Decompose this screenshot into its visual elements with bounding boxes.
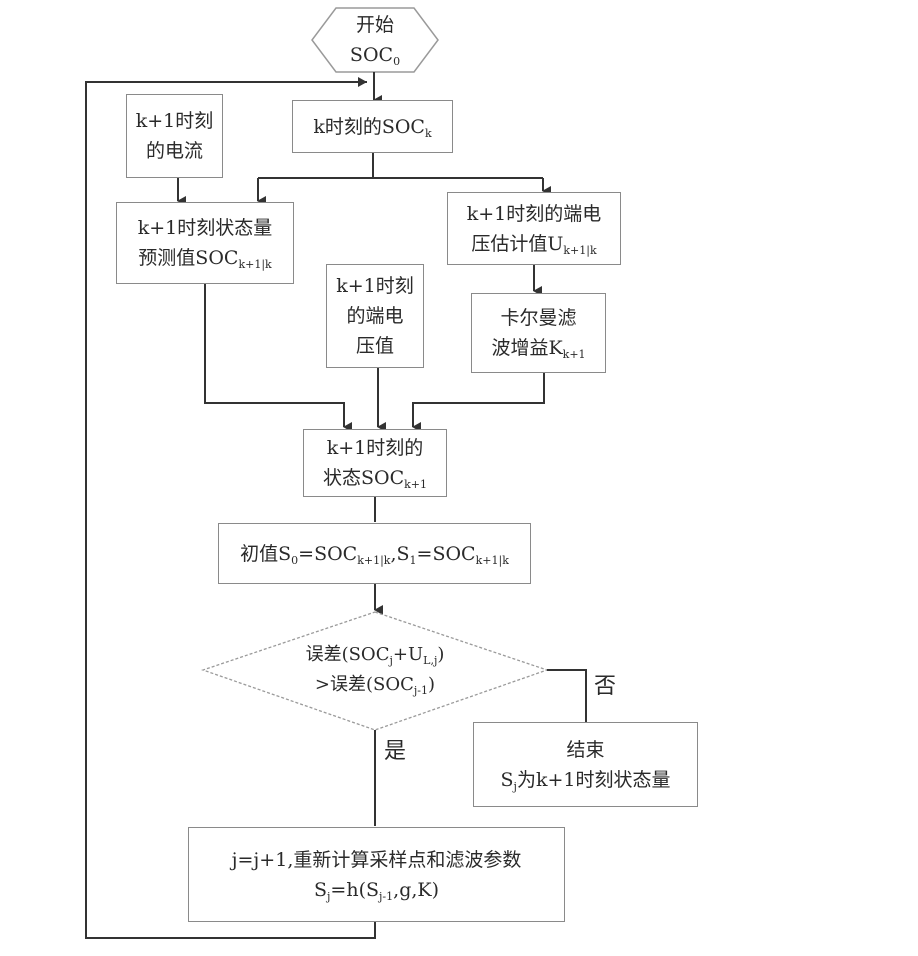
no-branch-line (547, 669, 587, 722)
decision-node: 误差(SOCj+UL,j) >误差(SOCj-1) (305, 644, 445, 697)
no-label: 否 (594, 674, 617, 699)
decision-diamond (200, 611, 550, 731)
loop-back-line (85, 77, 376, 939)
init-node: 初值S0=SOCk+1|k,S1=SOCk+1|k (218, 523, 531, 584)
start-hexagon (311, 7, 439, 73)
soc-k-node: k时刻的SOCk (292, 100, 453, 153)
terminal-voltage-node: k+1时刻 的端电 压值 (326, 264, 424, 368)
arrow-predict-to-state (204, 284, 352, 432)
arrow-kalman-to-state (412, 373, 545, 432)
start-soc: SOC (349, 44, 394, 66)
current-k1-node: k+1时刻 的电流 (126, 94, 223, 178)
voltage-estimate-node: k+1时刻的端电 压估计值Uk+1|k (447, 192, 621, 265)
start-node: 开始 SOC0 (312, 8, 438, 72)
start-label: 开始 (355, 14, 394, 36)
state-k1-node: k+1时刻的 状态SOCk+1 (303, 429, 447, 497)
recompute-node: j=j+1,重新计算采样点和滤波参数 Sj=h(Sj-1,g,K) (188, 827, 565, 922)
kalman-gain-node: 卡尔曼滤 波增益Kk+1 (471, 293, 606, 373)
yes-label: 是 (384, 739, 407, 764)
end-node: 结束 Sj为k+1时刻状态量 (473, 722, 698, 807)
state-predict-node: k+1时刻状态量 预测值SOCk+1|k (116, 202, 294, 284)
